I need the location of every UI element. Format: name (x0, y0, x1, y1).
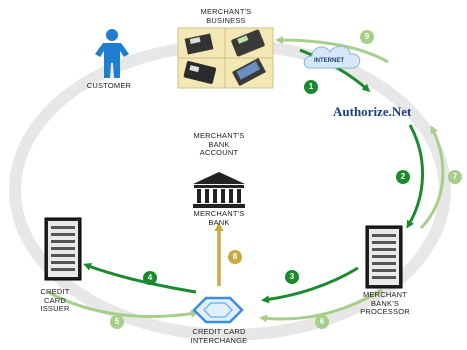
internet-label: INTERNET (314, 58, 344, 64)
step-4-badge: 4 (143, 271, 157, 285)
arrow-step-5 (47, 290, 199, 318)
customer-icon (95, 29, 129, 78)
merchant-business-icon (177, 27, 274, 89)
step-8-badge: 8 (228, 250, 242, 264)
issuer-line-1: CREDIT (40, 287, 70, 296)
merchants-bank-line-2: BANK (208, 217, 230, 227)
arrow-step-4 (83, 263, 197, 294)
merchants-business-label: MERCHANT'S BUSINESS (189, 7, 263, 25)
interchange-line-1: CREDIT CARD (192, 327, 246, 336)
step-1-badge: 1 (304, 80, 318, 94)
merchants-bank-label: MERCHANT'S BANK (184, 209, 254, 227)
processor-line-2: BANK'S (370, 298, 400, 308)
bank-account-line-3: ACCOUNT (199, 148, 239, 157)
merchants-bank-account-label: MERCHANT'S BANK ACCOUNT (184, 131, 254, 158)
arrow-step-6 (259, 288, 383, 323)
issuer-line-2: CARD (43, 295, 67, 305)
credit-card-interchange-label: CREDIT CARD INTERCHANGE (174, 327, 264, 345)
step-5-badge: 5 (110, 315, 124, 329)
authorize-net-label: Authorize.Net (333, 104, 412, 119)
customer-label: CUSTOMER (86, 81, 132, 90)
processor-line-3: PROCESSOR (360, 307, 410, 316)
merchants-business-line-1: MERCHANT'S (200, 7, 252, 16)
merchants-business-line-2: BUSINESS (206, 15, 246, 25)
step-7-badge: 7 (448, 170, 462, 184)
bank-account-line-1: MERCHANT'S (193, 131, 245, 140)
merchant-bank-processor-label: MERCHANT BANK'S PROCESSOR (345, 290, 425, 317)
issuer-line-3: ISSUER (40, 304, 70, 313)
arrow-step-9 (275, 36, 389, 64)
interchange-network-icon (192, 296, 244, 324)
step-2-badge: 2 (396, 170, 410, 184)
step-9-badge: 9 (360, 30, 374, 44)
merchants-bank-line-1: MERCHANT'S (193, 209, 245, 218)
credit-card-issuer-label: CREDIT CARD ISSUER (28, 287, 82, 314)
bank-building-icon (193, 172, 245, 208)
processor-line-1: MERCHANT (362, 290, 408, 299)
bank-account-line-2: BANK (208, 139, 230, 149)
arrow-step-2 (406, 124, 425, 229)
arrow-step-3 (261, 266, 359, 304)
internet-cloud-icon (303, 45, 361, 69)
issuer-server-icon (44, 217, 82, 281)
arrow-step-7 (419, 125, 445, 230)
processor-server-icon (365, 225, 403, 289)
step-3-badge: 3 (285, 270, 299, 284)
interchange-line-2: INTERCHANGE (190, 335, 248, 345)
step-6-badge: 6 (315, 315, 329, 329)
